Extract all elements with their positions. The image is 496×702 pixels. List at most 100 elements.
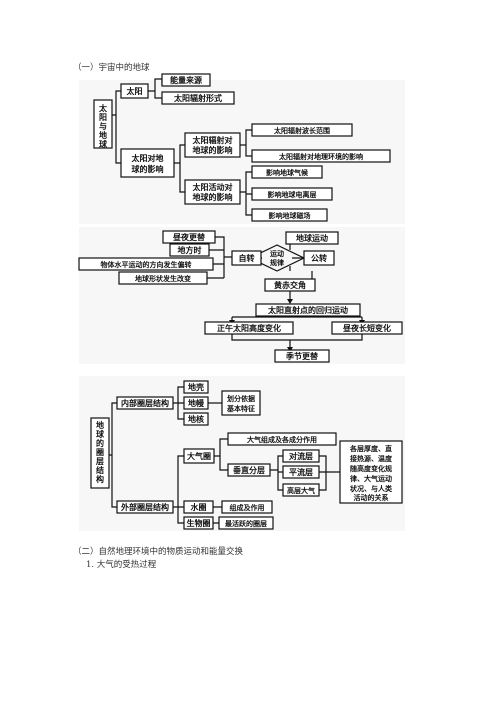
- root-char: 太: [98, 103, 108, 113]
- radiation-effect-box: [184, 132, 241, 158]
- magnetic-label: 影响地球磁场: [269, 211, 311, 220]
- sun-effect-label: 太阳对地: [131, 153, 164, 163]
- upper-atmosphere-label: 高层大气: [287, 486, 315, 495]
- outer-structure-box: [116, 500, 174, 514]
- activity-effect-label: 地球的影响: [193, 192, 233, 202]
- radiation-form-label: 太阳辐射形式: [173, 93, 222, 103]
- obliquity-label: 黄赤交角: [274, 280, 306, 290]
- diagram-earth-spheres: 地 球 的 圈 层 结 构 内部圈层结构 地壳 地幔 地核 划分依据 基本特征 …: [79, 376, 405, 531]
- active-layer-label: 最活跃的圈层: [225, 519, 267, 528]
- motion-law-label: 规律: [270, 258, 284, 267]
- active-layer-box: [218, 516, 274, 530]
- stratosphere-box: [282, 465, 320, 479]
- obliquity-box: [264, 278, 316, 292]
- core-label: 地核: [188, 414, 204, 424]
- outer-structure-label: 外部圈层结构: [121, 502, 169, 512]
- shape-change-box: [118, 271, 208, 285]
- subsolar-label: 太阳直射点的回归运动: [267, 305, 348, 315]
- env-effect-box: [251, 149, 391, 163]
- features-line: 状况、与人类: [350, 484, 393, 493]
- vertical-layers-label: 垂直分层: [233, 465, 265, 475]
- biosphere-box: [183, 516, 214, 530]
- local-time-box: [169, 243, 210, 257]
- sun-effect-box: [120, 148, 175, 178]
- ionosphere-label: 影响地球电离层: [268, 190, 317, 199]
- earth-motion-box: [285, 231, 339, 245]
- seasons-box: [274, 349, 330, 363]
- root-char: 构: [96, 474, 104, 484]
- features-box: [339, 440, 403, 504]
- mantle-label: 地幔: [188, 398, 205, 408]
- radiation-effect-label: 太阳辐射对: [192, 135, 233, 145]
- inner-structure-label: 内部圈层结构: [121, 398, 169, 408]
- noon-angle-box: [204, 321, 294, 335]
- root-char: 圈: [96, 447, 104, 457]
- water-role-box: [221, 500, 273, 514]
- features-line: 活动的关系: [354, 493, 389, 502]
- root-char: 与: [99, 121, 107, 131]
- stratosphere-label: 平流层: [289, 467, 313, 477]
- sub-heading-1: 1. 大气的受热过程: [86, 560, 157, 570]
- crust-label: 地壳: [188, 382, 204, 392]
- root-spheres-box: [90, 417, 110, 489]
- biosphere-label: 生物圈: [187, 518, 211, 528]
- basis-label: 划分依据: [227, 394, 255, 403]
- energy-source-box: [161, 73, 211, 87]
- radiation-effect-label: 地球的影响: [193, 145, 233, 155]
- deflection-box: [78, 257, 214, 271]
- hydrosphere-label: 水圈: [190, 502, 207, 512]
- basis-box: [221, 390, 261, 416]
- shape-change-label: 地球形状发生改变: [135, 274, 191, 283]
- earth-motion-label: 地球运动: [296, 233, 328, 243]
- troposphere-label: 对流层: [289, 451, 313, 461]
- radiation-form-box: [161, 91, 235, 105]
- section-heading-2: （二）自然地理环境中的物质运动和能量交换: [73, 547, 244, 557]
- root-char: 球: [96, 429, 105, 439]
- ionosphere-box: [251, 187, 333, 201]
- sun-box: [120, 83, 149, 99]
- troposphere-box: [282, 449, 320, 463]
- sun-effect-label: 球的影响: [132, 164, 164, 174]
- revolution-label: 公转: [311, 253, 327, 263]
- atmosphere-label: 大气圈: [187, 451, 211, 461]
- inner-structure-box: [116, 396, 174, 410]
- sun-label: 太阳: [126, 86, 143, 96]
- day-length-label: 昼夜长短变化: [342, 323, 391, 333]
- section-heading-1: （一）宇宙中的地球: [73, 63, 150, 73]
- local-time-label: 地方时: [178, 245, 202, 255]
- climate-label: 影响地球气候: [266, 168, 309, 177]
- env-effect-label: 太阳辐射对地理环境的影响: [279, 152, 363, 161]
- root-char: 结: [96, 465, 104, 475]
- diagram-earth-motion: 昼夜更替 地方时 物体水平运动的方向发生偏转 地球形状发生改变 地球运动 自转 …: [78, 227, 405, 364]
- core-box: [183, 412, 209, 426]
- rotation-label: 自转: [239, 253, 255, 263]
- vertical-layers-box: [227, 463, 271, 477]
- features-line: 接热源、温度: [350, 454, 393, 463]
- revolution-box: [303, 250, 335, 266]
- deflection-label: 物体水平运动的方向发生偏转: [101, 260, 192, 269]
- day-length-box: [331, 321, 403, 335]
- root-char: 地: [99, 130, 107, 140]
- root-sun-earth-box: [93, 99, 113, 149]
- day-night-label: 昼夜更替: [172, 232, 205, 242]
- magnetic-box: [251, 208, 328, 222]
- atmosphere-box: [183, 448, 215, 464]
- root-char: 球: [99, 139, 108, 149]
- upper-atmosphere-box: [282, 483, 320, 497]
- subsolar-box: [255, 303, 361, 317]
- mantle-box: [183, 396, 209, 410]
- root-char: 层: [95, 456, 104, 466]
- day-night-box: [162, 230, 216, 244]
- features-line: 各层厚度、直: [349, 444, 392, 453]
- energy-source-label: 能量来源: [170, 75, 202, 85]
- composition-box: [227, 432, 337, 446]
- features-line: 律、大气运动: [349, 474, 392, 483]
- seasons-label: 季节更替: [285, 351, 318, 361]
- wavelength-box: [251, 123, 353, 137]
- root-char: 的: [96, 438, 104, 448]
- activity-effect-label: 太阳活动对: [192, 182, 233, 192]
- climate-box: [251, 165, 323, 179]
- rotation-box: [231, 250, 262, 266]
- water-role-label: 组成及作用: [230, 503, 265, 512]
